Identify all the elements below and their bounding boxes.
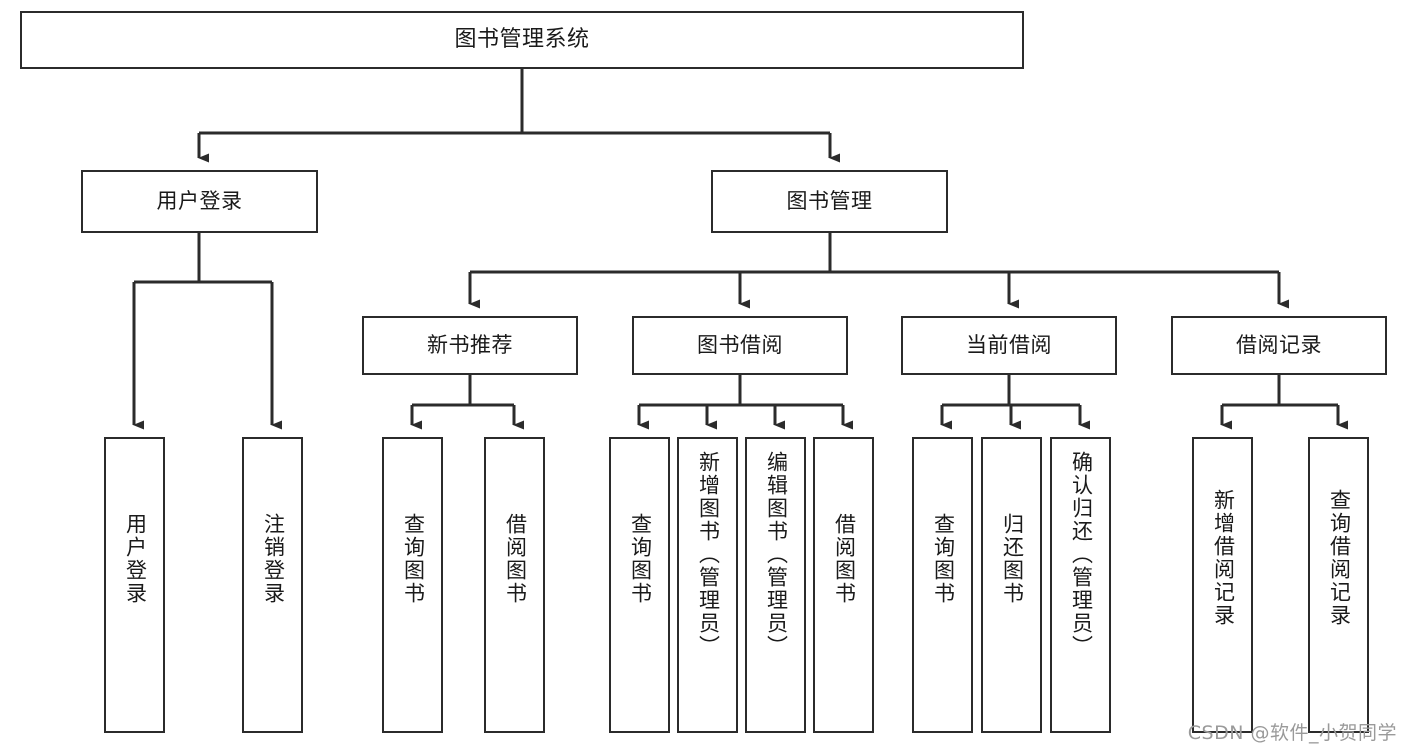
leaf-add-book-admin[interactable]: 新增图书（管理员） (677, 437, 738, 733)
leaf-query-borrow-record[interactable]: 查询借阅记录 (1308, 437, 1369, 733)
node-label: 确认归还（管理员） (1069, 451, 1094, 658)
node-label: 查询借阅记录 (1327, 489, 1352, 627)
leaf-query-book-current[interactable]: 查询图书 (912, 437, 973, 733)
leaf-logout-login[interactable]: 注销登录 (242, 437, 303, 733)
node-label: 新书推荐 (427, 333, 513, 358)
node-book-management[interactable]: 图书管理 (711, 170, 948, 233)
leaf-query-book-borrow[interactable]: 查询图书 (609, 437, 670, 733)
node-book-borrow[interactable]: 图书借阅 (632, 316, 848, 375)
leaf-borrow-book-borrow[interactable]: 借阅图书 (813, 437, 874, 733)
node-borrow-record[interactable]: 借阅记录 (1171, 316, 1387, 375)
node-label: 查询图书 (401, 513, 426, 605)
node-label: 查询图书 (628, 513, 653, 605)
node-user-login[interactable]: 用户登录 (81, 170, 318, 233)
node-label: 借阅图书 (832, 513, 857, 605)
node-label: 借阅记录 (1236, 333, 1322, 358)
leaf-query-book-new-recommend[interactable]: 查询图书 (382, 437, 443, 733)
node-label: 新增借阅记录 (1211, 489, 1236, 627)
node-label: 查询图书 (931, 513, 956, 605)
leaf-user-login[interactable]: 用户登录 (104, 437, 165, 733)
leaf-add-borrow-record[interactable]: 新增借阅记录 (1192, 437, 1253, 733)
node-label: 当前借阅 (966, 333, 1052, 358)
node-new-book-recommend[interactable]: 新书推荐 (362, 316, 578, 375)
node-label: 新增图书（管理员） (696, 451, 721, 658)
node-label: 图书借阅 (697, 333, 783, 358)
node-root-system[interactable]: 图书管理系统 (20, 11, 1024, 69)
node-label: 注销登录 (261, 513, 286, 605)
leaf-return-book[interactable]: 归还图书 (981, 437, 1042, 733)
node-label: 图书管理 (786, 189, 873, 214)
node-label: 归还图书 (1000, 513, 1025, 605)
node-label: 图书管理系统 (454, 27, 590, 53)
node-label: 用户登录 (156, 189, 243, 214)
csdn-watermark: CSDN @软件_小贺同学 (1187, 722, 1397, 744)
node-label: 用户登录 (123, 513, 148, 605)
node-label: 借阅图书 (503, 513, 528, 605)
node-label: 编辑图书（管理员） (764, 451, 789, 658)
node-current-borrow[interactable]: 当前借阅 (901, 316, 1117, 375)
leaf-confirm-return-admin[interactable]: 确认归还（管理员） (1050, 437, 1111, 733)
leaf-edit-book-admin[interactable]: 编辑图书（管理员） (745, 437, 806, 733)
leaf-borrow-book-new-recommend[interactable]: 借阅图书 (484, 437, 545, 733)
